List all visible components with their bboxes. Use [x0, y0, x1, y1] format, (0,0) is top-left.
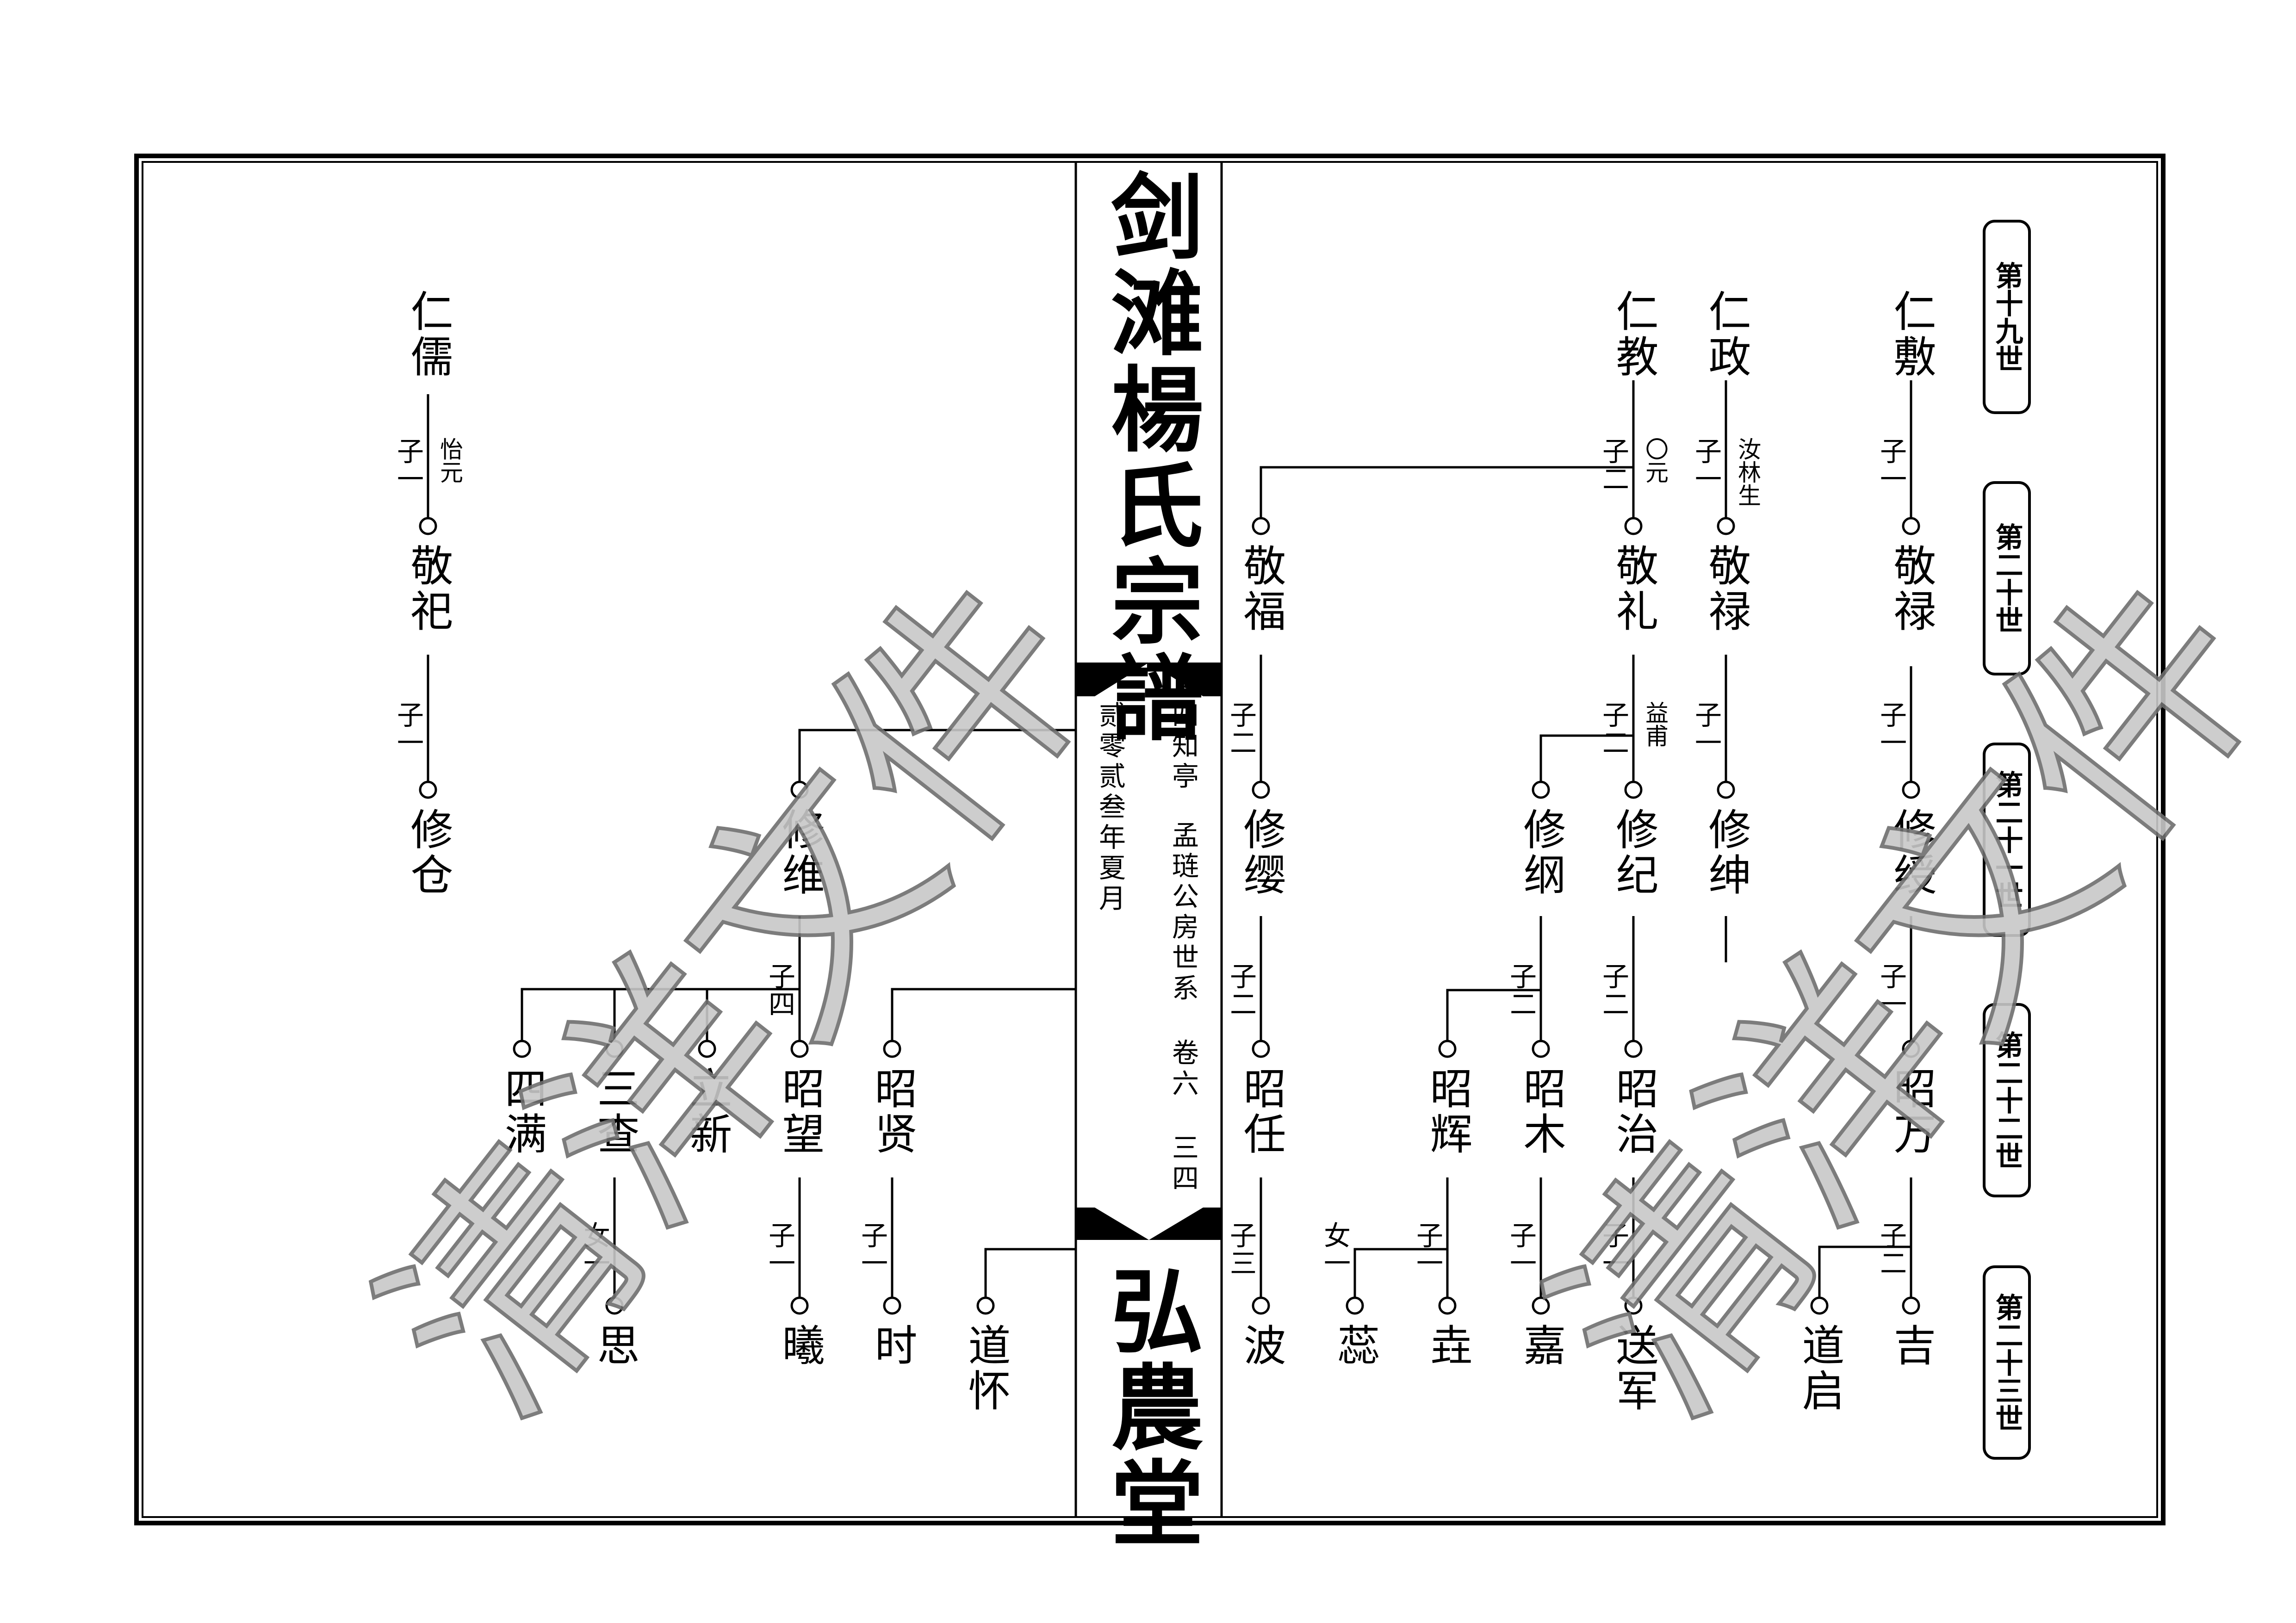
spine-text-2: 孟琏公房世系 [1167, 821, 1199, 1004]
person-name: 修绶 [1886, 807, 1936, 898]
child-count: 子二 [1598, 962, 1629, 1018]
child-count: 子一 [392, 701, 424, 756]
child-count: 子一 [1505, 1221, 1537, 1277]
child-count: 女一 [579, 1221, 610, 1277]
person-name: 昭望 [775, 1066, 825, 1157]
child-count: 女一 [1319, 1221, 1351, 1277]
spine-date: 贰零贰叁年夏月 [1094, 701, 1126, 915]
person-name: 修纲 [1516, 807, 1566, 898]
person-name: 昭万 [1886, 1066, 1936, 1157]
person-name: 送军 [1609, 1323, 1658, 1414]
child-count: 子二 [1598, 437, 1629, 493]
child-count: 子一 [1690, 437, 1722, 493]
person-name: 时 [868, 1323, 917, 1369]
generation-label-20: 第二十世 [1983, 481, 2031, 675]
inner-frame [142, 161, 2158, 1518]
person-name: 昭木 [1516, 1066, 1566, 1157]
person-name: 波 [1236, 1323, 1286, 1369]
generation-label-21: 第二十一世 [1983, 743, 2031, 937]
person-name: 敬祀 [403, 544, 453, 634]
person-name: 昭治 [1609, 1066, 1658, 1157]
spine-text-1: 四知亭 [1167, 701, 1199, 793]
person-name: 曦 [775, 1323, 825, 1369]
person-name: 仁政 [1701, 289, 1751, 380]
side-note: 汝林生 [1734, 437, 1761, 507]
child-count: 子一 [1875, 962, 1907, 1018]
person-name: 修维 [775, 807, 825, 898]
child-count: 子一 [1412, 1221, 1443, 1277]
person-name: 道启 [1795, 1323, 1844, 1414]
person-name: 思 [590, 1323, 639, 1369]
person-name: 嘉 [1516, 1323, 1566, 1369]
person-name: 三查 [590, 1066, 639, 1157]
spine-page-number: 三四 [1167, 1134, 1199, 1195]
person-name: 昭任 [1236, 1066, 1286, 1157]
person-name: 仁儒 [403, 289, 453, 380]
outer-frame [134, 154, 2166, 1525]
child-count: 子一 [1598, 1221, 1629, 1277]
person-name: 立新 [683, 1066, 732, 1157]
person-name: 修纪 [1609, 807, 1658, 898]
node-circles [419, 517, 1920, 1315]
person-name: 昭辉 [1423, 1066, 1472, 1157]
person-name: 敬礼 [1609, 544, 1658, 634]
side-note: 益甫 [1642, 701, 1669, 747]
person-name: 敬禄 [1886, 544, 1936, 634]
person-name: 敬禄 [1701, 544, 1751, 634]
person-name: 道怀 [961, 1323, 1011, 1414]
person-name: 敬福 [1236, 544, 1286, 634]
side-note: 〇元 [1642, 437, 1669, 483]
child-count: 子一 [856, 1221, 888, 1277]
child-count: 子一 [1875, 701, 1907, 756]
child-count: 子一 [1690, 701, 1722, 756]
child-count: 子一 [764, 1221, 795, 1277]
child-count: 子二 [1505, 962, 1537, 1018]
hall-name: 弘農堂 [1095, 1263, 1204, 1552]
child-count: 子二 [1225, 701, 1257, 756]
book-title: 剑滩楊氏宗譜 [1095, 169, 1204, 746]
person-name: 四满 [497, 1066, 547, 1157]
child-count: 子二 [1225, 962, 1257, 1018]
side-note: 怡元 [436, 437, 463, 483]
child-count: 子一 [1875, 437, 1907, 493]
generation-label-23: 第二十三世 [1983, 1265, 2031, 1460]
child-count: 子三 [1225, 1221, 1257, 1277]
person-name: 修缨 [1236, 807, 1286, 898]
person-name: 修绅 [1701, 807, 1751, 898]
child-count: 子四 [764, 962, 795, 1018]
person-name: 垚 [1423, 1323, 1472, 1369]
spine-band-top [1076, 663, 1222, 696]
person-name: 吉 [1886, 1323, 1936, 1369]
person-name: 修仓 [403, 807, 453, 898]
generation-label-22: 第二十二世 [1983, 1003, 2031, 1197]
child-count: 子一 [392, 437, 424, 493]
person-name: 蕊 [1330, 1323, 1380, 1369]
spine-volume: 卷六 [1167, 1039, 1199, 1100]
person-name: 仁敷 [1886, 289, 1936, 380]
spine-band-bottom [1076, 1208, 1222, 1240]
child-count: 子二 [1598, 701, 1629, 756]
child-count: 子二 [1875, 1221, 1907, 1277]
person-name: 仁教 [1609, 289, 1658, 380]
generation-label-19: 第十九世 [1983, 220, 2031, 414]
person-name: 昭贤 [868, 1066, 917, 1157]
